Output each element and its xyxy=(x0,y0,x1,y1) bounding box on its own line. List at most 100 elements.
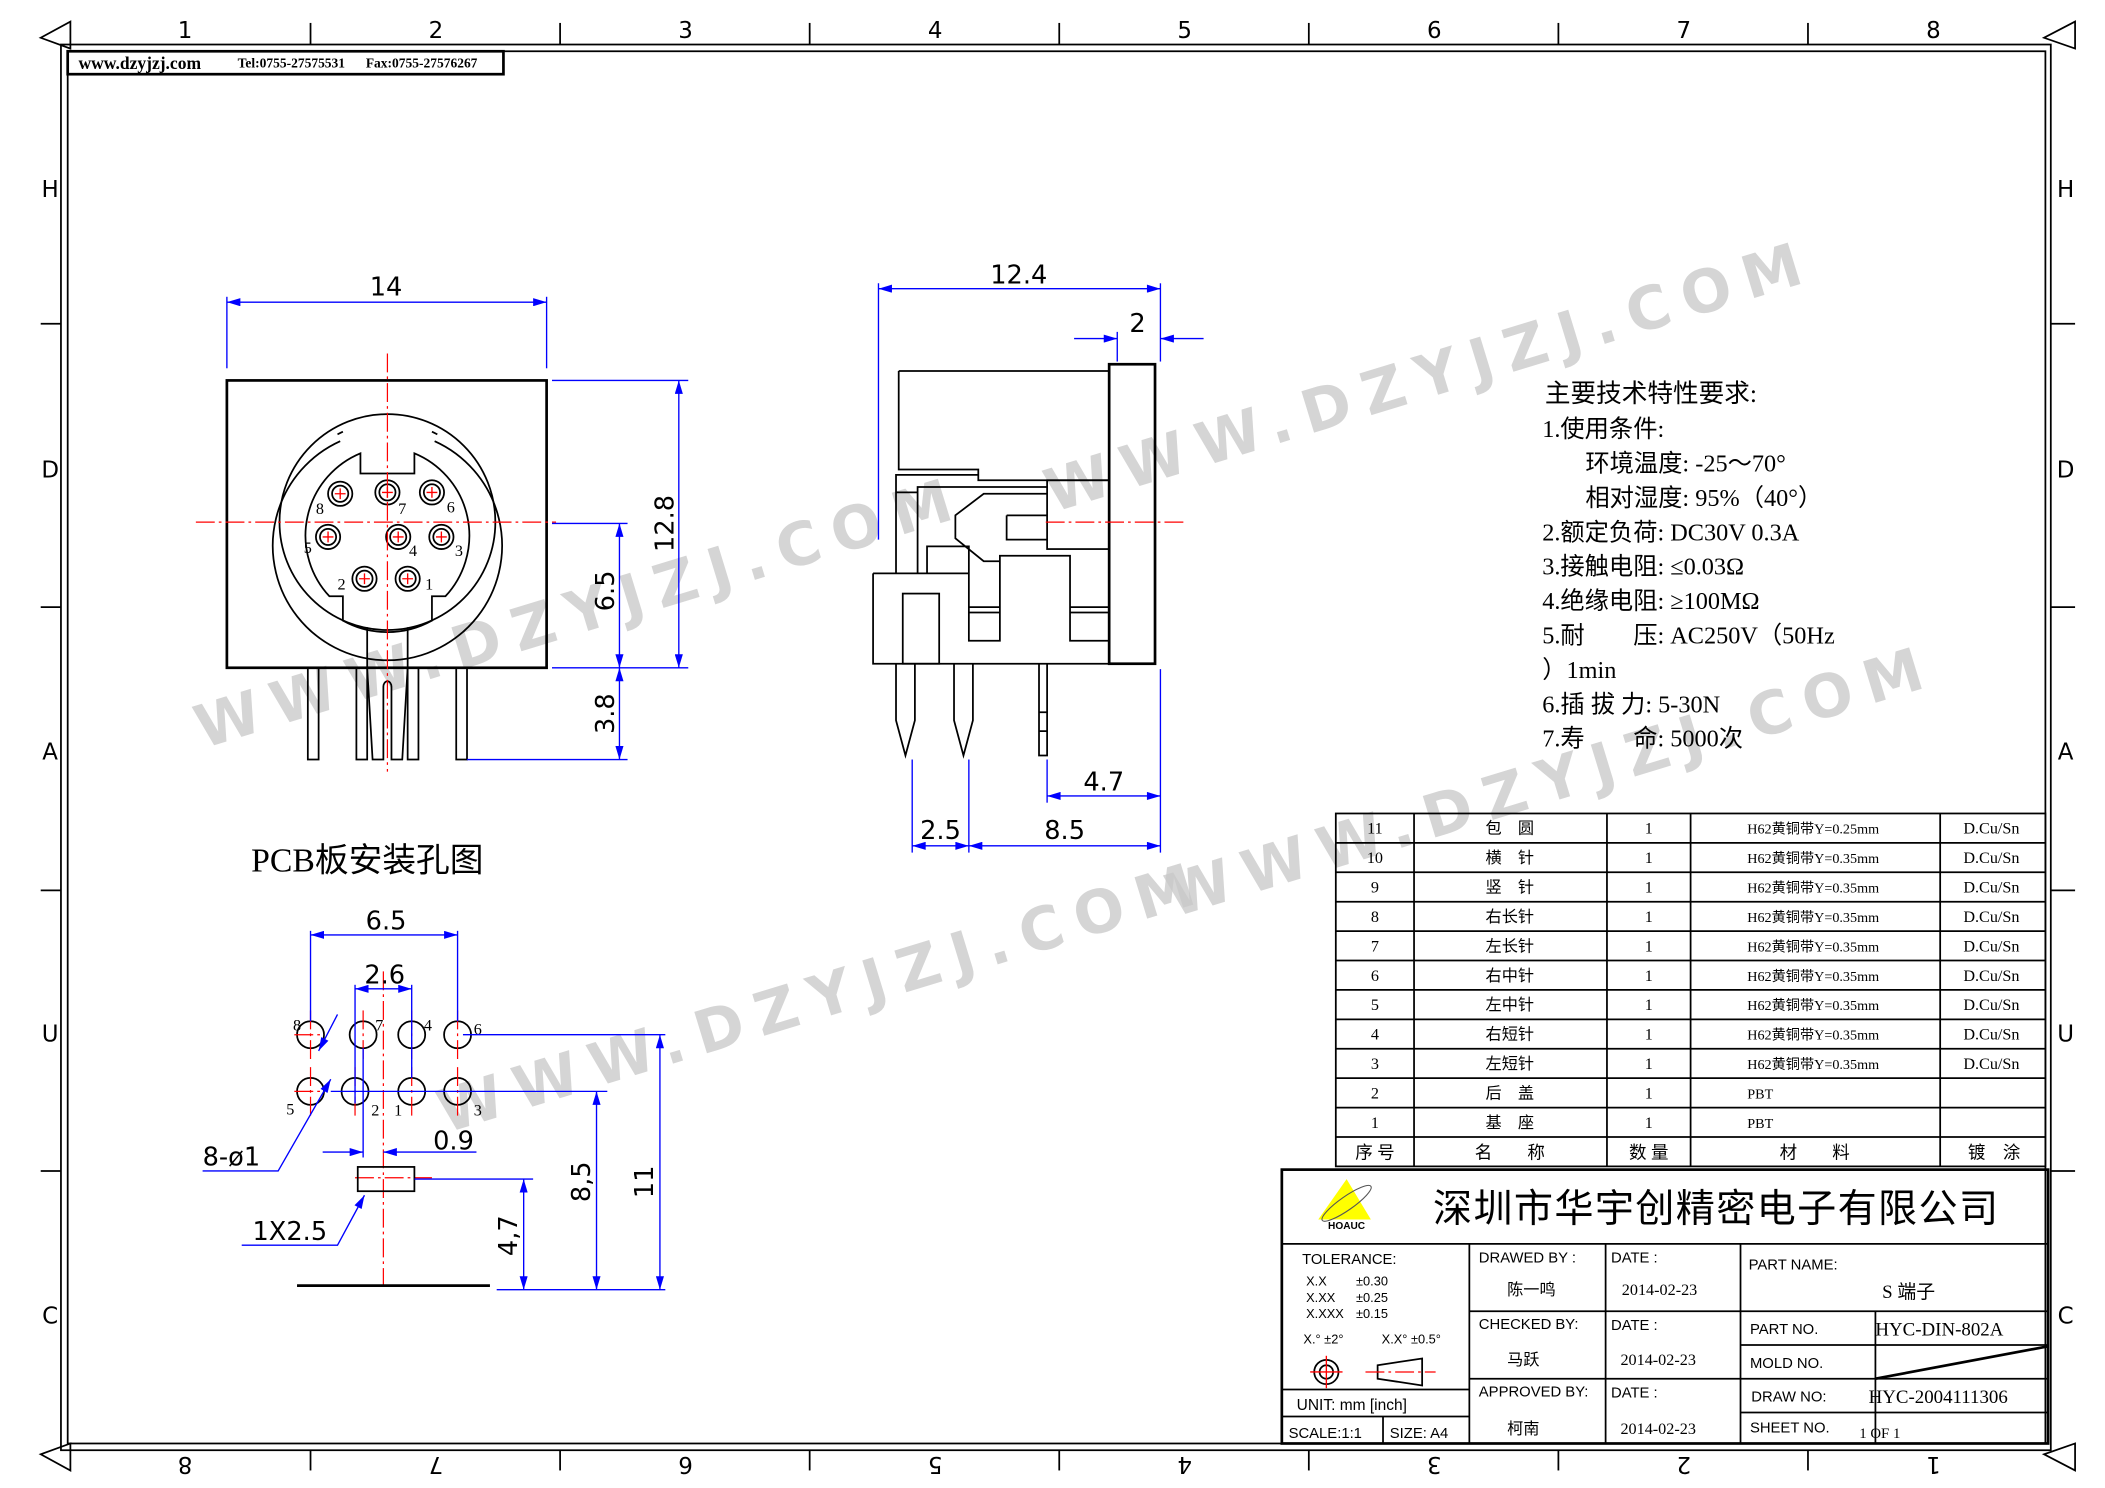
title-block: HOAUC 深圳市华宇创精密电子有限公司 TOLERANCE: X.X ±0.3… xyxy=(1280,1168,2050,1445)
pin-label: 2 xyxy=(338,577,346,594)
table-cell: D.Cu/Sn xyxy=(1963,909,2019,926)
table-cell: H62黄铜带Y=0.35mm xyxy=(1747,1056,1879,1073)
table-cell: 4 xyxy=(1371,1027,1379,1044)
draw-no-value: HYC-2004111306 xyxy=(1869,1387,2008,1408)
checked-by-label: CHECKED BY: xyxy=(1479,1317,1579,1333)
drawed-by-value: 陈一鸣 xyxy=(1507,1281,1556,1299)
tolerance-key: X.XXX xyxy=(1306,1306,1344,1321)
table-cell: D.Cu/Sn xyxy=(1963,968,2019,985)
table-cell: 1 xyxy=(1645,850,1653,867)
pin-label: 1 xyxy=(425,577,433,594)
checked-by-value: 马跃 xyxy=(1507,1351,1539,1369)
dim-center-height: 6.5 xyxy=(591,571,621,612)
pin-label: 3 xyxy=(455,543,463,560)
table-cell: 10 xyxy=(1367,850,1383,867)
company-name: 深圳市华宇创精密电子有限公司 xyxy=(1433,1188,1999,1231)
table-header-cell: 序 号 xyxy=(1355,1143,1394,1163)
table-cell: D.Cu/Sn xyxy=(1963,880,2019,897)
specs-title: 主要技术特性要求: xyxy=(1545,379,1757,408)
ruler-label-bottom: 5 xyxy=(928,1451,943,1477)
watermarks: WWW.DZYJZJ.COM WWW.DZYJZJ.COM WWW.DZYJZJ… xyxy=(187,226,1944,1147)
socket-pin: 6 xyxy=(418,479,455,517)
table-cell: 11 xyxy=(1367,821,1383,838)
date-value: 2014-02-23 xyxy=(1620,1352,1695,1369)
tolerance-label: TOLERANCE: xyxy=(1302,1252,1396,1268)
dim-pin-pitch: 2.5 xyxy=(920,816,961,846)
pcb-title: PCB板安装孔图 xyxy=(251,841,483,879)
date-value: 2014-02-23 xyxy=(1622,1282,1697,1299)
dim-pin-length: 3.8 xyxy=(591,693,621,734)
spec-line: 环境温度: -25～70° xyxy=(1585,450,1785,477)
socket-pin: 5 xyxy=(304,523,342,557)
dim-holes: 8-ø1 xyxy=(203,1143,261,1173)
ruler-label-left: D xyxy=(41,458,59,484)
ruler-label-right: C xyxy=(2058,1303,2074,1329)
hole-label: 7 xyxy=(375,1018,383,1035)
side-view: 12.4 2 4.7 2.5 8.5 xyxy=(872,260,1204,853)
ruler-label-left: U xyxy=(42,1021,59,1047)
unit-text: UNIT: mm [inch] xyxy=(1297,1397,1407,1414)
table-cell: 2 xyxy=(1371,1085,1379,1102)
table-cell: 1 xyxy=(1645,1056,1653,1073)
watermark: WWW.DZYJZJ.COM xyxy=(429,846,1215,1146)
socket-pin: 7 xyxy=(374,479,406,518)
table-cell: 1 xyxy=(1645,880,1653,897)
dim-slot-offset: 0.9 xyxy=(433,1126,474,1156)
ruler-label-bottom: 7 xyxy=(429,1451,444,1477)
table-cell: 左短针 xyxy=(1486,1055,1535,1073)
hole-label: 5 xyxy=(286,1101,294,1118)
angle-tolerance: X.X° ±0.5° xyxy=(1382,1332,1441,1347)
date-value: 2014-02-23 xyxy=(1620,1421,1695,1438)
table-cell: 1 xyxy=(1645,1027,1653,1044)
table-cell: H62黄铜带Y=0.35mm xyxy=(1747,938,1879,955)
pin-label: 8 xyxy=(316,501,324,518)
ruler-label-bottom: 3 xyxy=(1427,1451,1442,1477)
dim-flange: 2 xyxy=(1129,309,1145,339)
date-label: DATE : xyxy=(1611,1318,1658,1334)
mold-no-label: MOLD NO. xyxy=(1750,1356,1823,1372)
sheet-no-label: SHEET NO. xyxy=(1750,1421,1830,1437)
table-cell: 包 圆 xyxy=(1486,820,1535,838)
spec-line: 3.接触电阻: ≤0.03Ω xyxy=(1542,554,1744,581)
table-cell: 右长针 xyxy=(1486,908,1535,926)
part-name-value: S 端子 xyxy=(1882,1281,1935,1303)
table-cell: H62黄铜带Y=0.25mm xyxy=(1747,821,1879,838)
tolerance-key: X.X xyxy=(1306,1274,1327,1289)
ruler-label-left: H xyxy=(42,177,59,203)
table-cell: 3 xyxy=(1371,1056,1379,1073)
ruler-label-left: A xyxy=(42,740,58,766)
ruler-label-top: 7 xyxy=(1677,18,1692,44)
hole-label: 2 xyxy=(371,1103,379,1120)
dim-depth: 12.4 xyxy=(990,260,1047,290)
table-cell: 5 xyxy=(1371,997,1379,1014)
table-cell: 1 xyxy=(1645,821,1653,838)
socket-pin: 8 xyxy=(316,480,354,518)
ruler-label-right: A xyxy=(2058,740,2074,766)
table-cell: 7 xyxy=(1371,938,1379,955)
table-cell: 竖 针 xyxy=(1486,879,1535,897)
table-cell: 后 盖 xyxy=(1486,1084,1535,1102)
socket-pin: 3 xyxy=(428,523,463,560)
table-header-cell: 数 量 xyxy=(1629,1143,1668,1163)
dim-outer-spacing: 6.5 xyxy=(366,906,407,936)
ruler-label-top: 1 xyxy=(178,18,193,44)
draw-no-label: DRAW NO: xyxy=(1751,1390,1826,1406)
ruler-label-top: 3 xyxy=(678,18,693,44)
table-cell: D.Cu/Sn xyxy=(1963,850,2019,867)
table-cell: D.Cu/Sn xyxy=(1963,997,2019,1014)
table-cell: 右中针 xyxy=(1486,967,1535,985)
ruler-label-bottom: 2 xyxy=(1677,1451,1692,1477)
table-cell: 1 xyxy=(1645,968,1653,985)
table-cell: 9 xyxy=(1371,880,1379,897)
table-cell: H62黄铜带Y=0.35mm xyxy=(1747,909,1879,926)
spec-line: 1.使用条件: xyxy=(1542,416,1664,443)
company-logo: HOAUC xyxy=(1318,1179,1372,1232)
pcb-hole: 2 xyxy=(340,1067,379,1120)
logo-text: HOAUC xyxy=(1328,1221,1366,1232)
pcb-hole: 1 xyxy=(394,1067,427,1120)
